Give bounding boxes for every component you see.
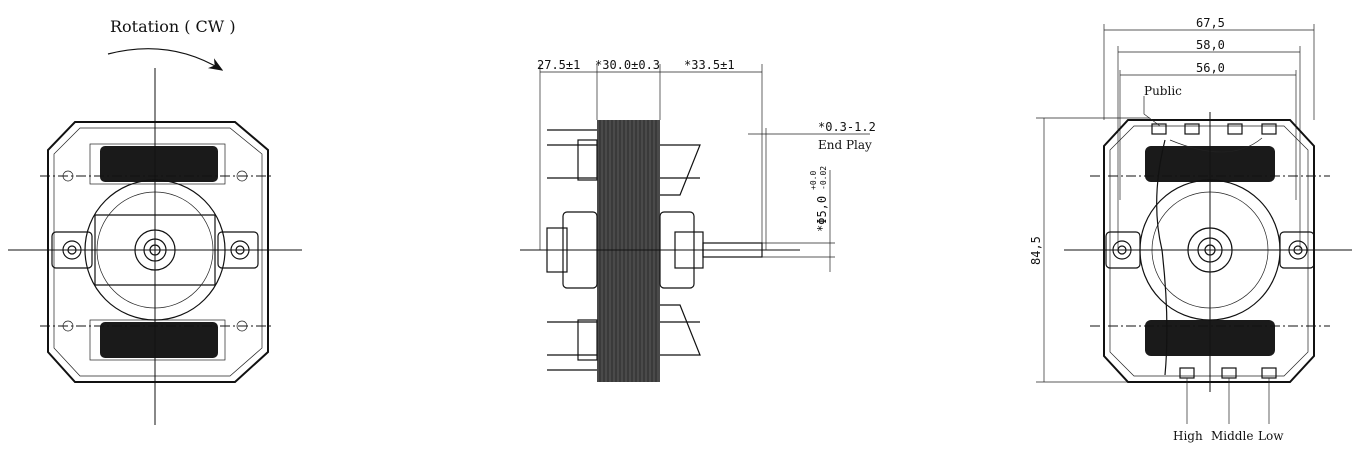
rear-view: 67,5 58,0 56,0 84,5 bbox=[1029, 16, 1352, 443]
front-upper-coil bbox=[100, 146, 218, 182]
side-lamination-stack bbox=[597, 120, 660, 382]
rotation-label: Rotation ( CW ) bbox=[110, 17, 236, 36]
dim-inner-width: 56,0 bbox=[1196, 61, 1225, 75]
rear-frame bbox=[1103, 119, 1315, 383]
end-play-label: End Play bbox=[818, 138, 872, 152]
rotation-arrow bbox=[107, 48, 224, 71]
terminal-label-low: Low bbox=[1258, 429, 1284, 443]
terminal-label-high: High bbox=[1173, 429, 1203, 443]
dim-stack-length: *30.0±0.3 bbox=[595, 58, 660, 72]
dim-mount-width: 58,0 bbox=[1196, 38, 1225, 52]
terminal-label-public: Public bbox=[1144, 84, 1182, 98]
dim-overall-width: 67,5 bbox=[1196, 16, 1225, 30]
dim-height: 84,5 bbox=[1029, 236, 1043, 265]
end-play-value: *0.3-1.2 bbox=[818, 120, 876, 134]
side-view: 27.5±1 *30.0±0.3 *33.5±1 *0.3-1.2 End bbox=[520, 58, 876, 382]
terminal-label-middle: Middle bbox=[1211, 429, 1253, 443]
front-view: Rotation ( CW ) bbox=[8, 17, 302, 425]
dim-left-length: 27.5±1 bbox=[537, 58, 580, 72]
shaft-tol-lower: -0.02 bbox=[819, 166, 828, 190]
shaft-diameter: *Φ5,0 bbox=[815, 196, 829, 232]
front-frame bbox=[47, 121, 269, 383]
front-lower-coil bbox=[100, 322, 218, 358]
shaft-tol-upper: +0.0 bbox=[809, 171, 818, 190]
dim-shaft-length: *33.5±1 bbox=[684, 58, 735, 72]
